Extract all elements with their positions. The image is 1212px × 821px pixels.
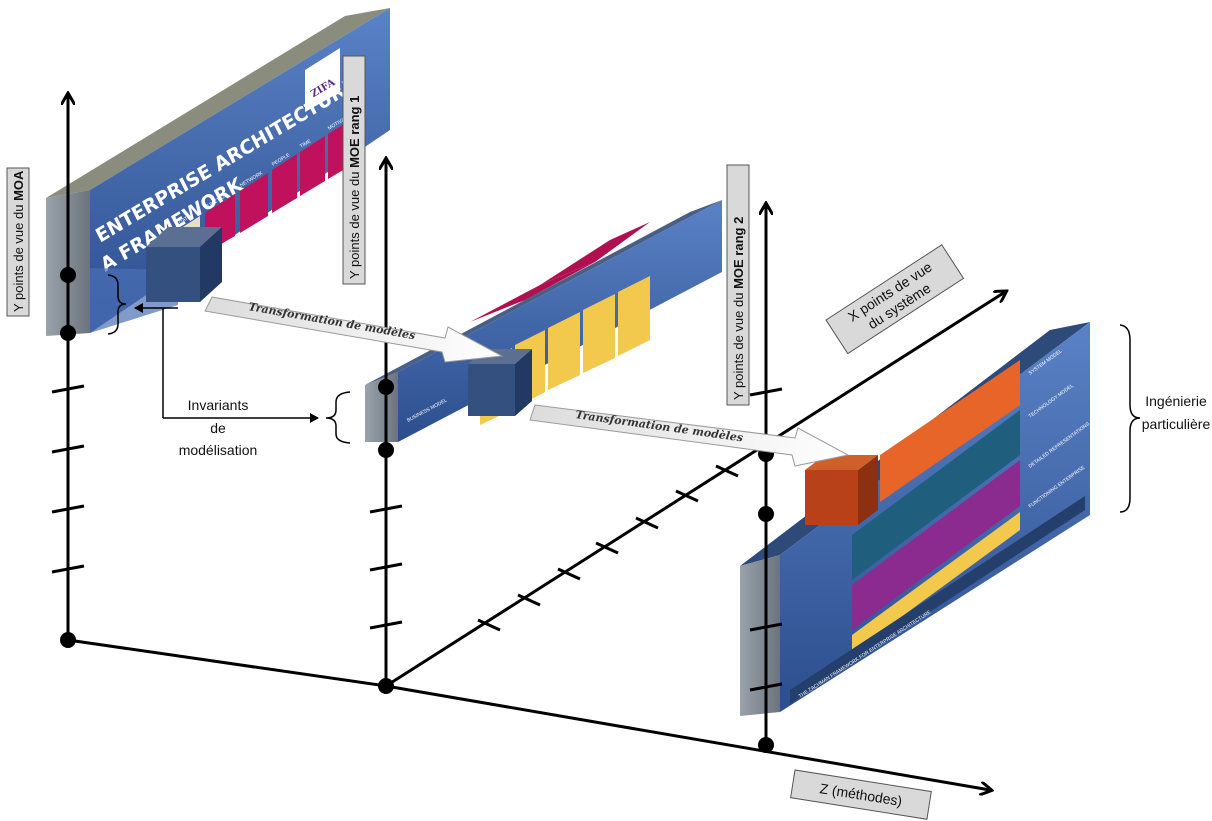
svg-text:Y points de vue du MOE rang 2: Y points de vue du MOE rang 2 [731,217,746,400]
y-moe1-label: Y points de vue du MOE rang 1 [343,56,365,284]
ingenierie-line1: Ingénierie [1145,393,1207,409]
moe2-framework-panel: SYSTEM MODEL TECHNOLOGY MODEL DETAILED R… [740,322,1092,716]
transformation-arrow-1: Transformation de modèles [205,297,502,362]
invariants-line1: Invariants [188,397,249,413]
x-system-label: X points de vue du système [826,245,964,354]
y-moa-label: Y points de vue du MOA [7,168,29,316]
ingenierie-line2: particulière [1142,416,1211,432]
y-moe2-label: Y points de vue du MOE rang 2 [727,165,749,405]
transformation-arrow-2: Transformation de modèles [530,405,848,466]
moa-framework-panel: ENTERPRISE ARCHITECTURE: A FRAMEWORK ZIF… [46,8,390,336]
svg-text:Y points de vue du MOA: Y points de vue du MOA [11,170,26,312]
invariants-line2: de [210,420,226,436]
svg-text:Y points de vue du MOE rang 1: Y points de vue du MOE rang 1 [347,96,362,279]
moe2-cube [805,455,878,525]
y-moa-prefix: Y points de vue du [11,201,26,312]
moa-cube [146,227,222,302]
y-moe1-bold: MOE rang 1 [347,96,362,168]
y-moa-bold: MOA [11,170,26,201]
y-moe2-bold: MOE rang 2 [731,217,746,289]
y-moe1-prefix: Y points de vue du [347,168,362,279]
y-moe2-prefix: Y points de vue du [731,289,746,400]
invariants-line3: modélisation [179,442,258,458]
